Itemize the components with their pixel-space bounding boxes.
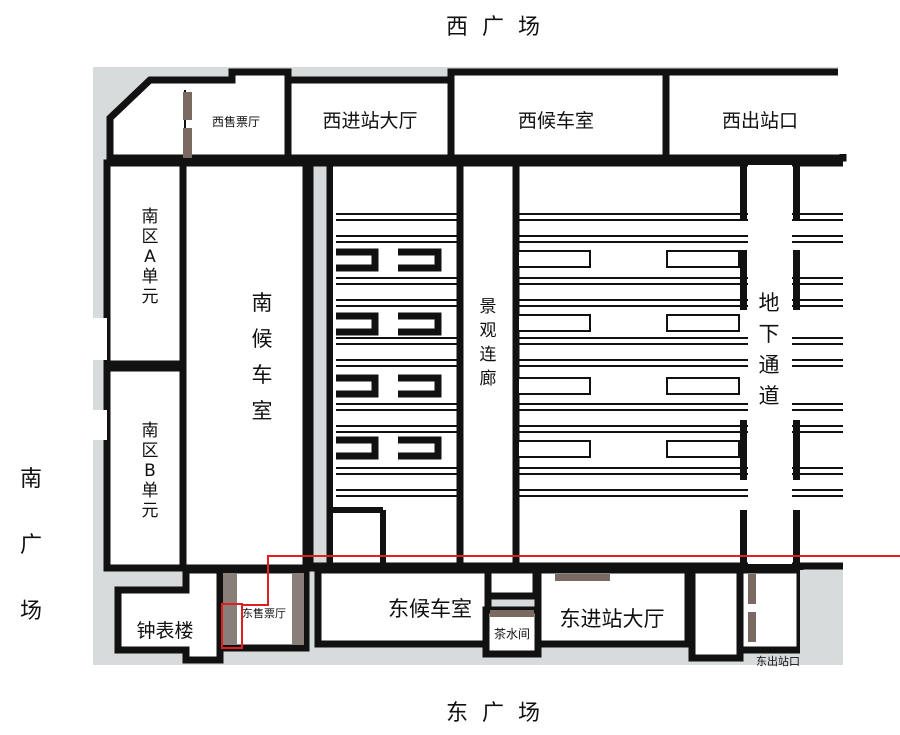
south-zone-b-room — [103, 364, 187, 572]
vertical-label-char: 元 — [142, 501, 159, 521]
vertical-label-char: A — [144, 247, 156, 267]
south-square-char-1: 南 — [20, 467, 42, 492]
south-zone-a-notch — [93, 318, 107, 360]
tea-room-gate — [490, 610, 534, 617]
south-waiting-room-room — [179, 159, 310, 572]
clock-tower-label: 钟表楼 — [136, 620, 193, 642]
east-ticket-gate-right — [292, 573, 304, 645]
landscape-corridor-room — [456, 159, 520, 570]
vertical-label-char: 道 — [759, 384, 780, 408]
vertical-label-char: 单 — [142, 481, 159, 501]
east-corridor-stub — [484, 566, 540, 600]
east-exit-gate-top — [748, 574, 756, 604]
south-square-char-3: 场 — [20, 599, 42, 624]
west-ticket-hall-label: 西售票厅 — [212, 114, 260, 129]
east-exit-gate-bottom — [748, 612, 756, 642]
east-entrance-hall-label: 东进站大厅 — [560, 607, 665, 631]
underground-passage-walls — [740, 165, 800, 564]
vertical-label-char: 室 — [252, 399, 273, 423]
west-ticket-hall-block — [106, 68, 292, 162]
route-highlight-box — [221, 603, 243, 649]
east-exit-label: 东出站口 — [756, 654, 800, 668]
east-entrance-gate — [555, 574, 610, 581]
west-square-label: 西广场 — [446, 15, 554, 40]
west-waiting-room-label: 西候车室 — [518, 110, 594, 132]
west-ticket-gate-top — [183, 92, 192, 120]
east-entrance-hall-room — [534, 566, 692, 648]
vertical-label-char: 连 — [480, 345, 497, 365]
south-square-char-2: 广 — [20, 533, 42, 558]
south-square-label: 南 广 场 — [20, 467, 42, 624]
east-exit-side-area — [800, 570, 843, 665]
south-zone-b-notch — [93, 410, 107, 440]
underground-passage-room — [748, 165, 792, 564]
vertical-label-char: 南 — [142, 421, 159, 441]
east-ticket-gate-left — [223, 573, 237, 645]
west-entrance-hall-label: 西进站大厅 — [322, 110, 417, 132]
vertical-label-char: 候 — [252, 327, 273, 351]
vertical-label-char: 南 — [142, 207, 159, 227]
vertical-label-char: B — [144, 461, 156, 481]
vertical-label-char: 区 — [142, 441, 159, 461]
west-exit-label: 西出站口 — [722, 110, 798, 132]
route-line — [243, 555, 900, 606]
platforms — [517, 250, 740, 458]
platform-stairs — [336, 248, 442, 460]
east-waiting-room-label: 东候车室 — [388, 597, 472, 621]
vertical-label-char: 车 — [252, 363, 273, 387]
west-waiting-room-room — [447, 68, 670, 162]
east-ticket-hall-label: 东售票厅 — [242, 606, 286, 620]
vertical-label-char: 下 — [759, 322, 780, 346]
west-exit-right-open — [838, 64, 858, 154]
tea-room-label: 茶水间 — [494, 626, 530, 641]
clock-tower-room — [114, 566, 224, 664]
vertical-label-char: 地 — [759, 291, 780, 315]
east-exit-stair — [688, 566, 744, 662]
vertical-label-char: 元 — [142, 287, 159, 307]
vertical-label-char: 景 — [480, 297, 497, 317]
vertical-label-char: 观 — [480, 321, 497, 341]
vertical-label-char: 通 — [759, 353, 780, 377]
west-ticket-gate-bottom — [183, 128, 192, 158]
vertical-label-char: 廊 — [480, 369, 497, 389]
vertical-label-char: 区 — [142, 227, 159, 247]
east-square-label: 东广场 — [446, 701, 554, 726]
vertical-label-char: 单 — [142, 267, 159, 287]
vertical-label-char: 南 — [252, 291, 273, 315]
